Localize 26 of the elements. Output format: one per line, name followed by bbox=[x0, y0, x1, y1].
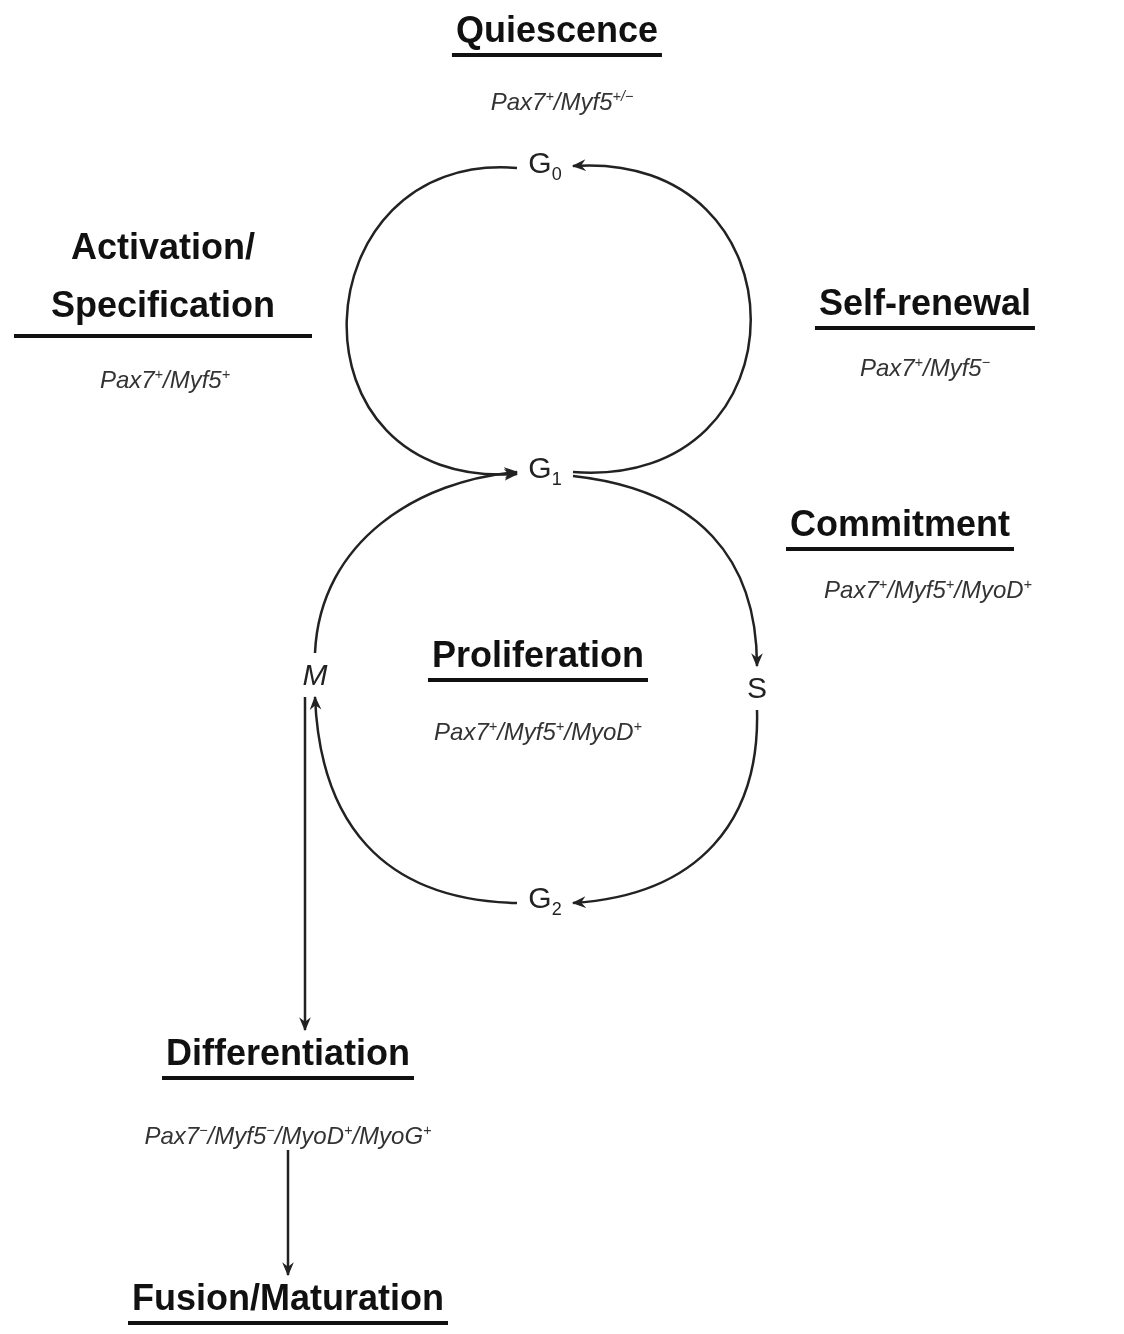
cycle-arrow bbox=[282, 1150, 294, 1277]
stage-heading: Proliferation bbox=[428, 632, 648, 682]
phase-label: G$_{2}$ bbox=[517, 878, 573, 922]
cycle-arrow bbox=[310, 695, 518, 905]
cycle-arrow bbox=[572, 474, 763, 668]
marker-profile: Pax7$^{−}$/Myf5$^{−}$/MyoD$^{+}$/MyoG$^{+}$ bbox=[144, 1122, 432, 1150]
stage-heading: Activation/ Specification bbox=[14, 218, 312, 338]
phase-label: M bbox=[295, 653, 335, 697]
cycle-arrow bbox=[571, 160, 752, 474]
phase-label: S bbox=[737, 666, 777, 710]
cycle-arrow bbox=[299, 697, 311, 1032]
stage-heading: Fusion/Maturation bbox=[128, 1275, 448, 1325]
marker-profile: Pax7$^{+}$/Myf5$^{+}$/MyoD$^{+}$ bbox=[434, 718, 642, 746]
marker-profile: Pax7$^{+}$/Myf5$^{+}$/MyoD$^{+}$ bbox=[824, 576, 1032, 604]
cycle-arrow bbox=[345, 166, 519, 480]
cycle-arrow bbox=[571, 709, 759, 908]
stage-heading: Differentiation bbox=[162, 1030, 414, 1080]
stage-heading: Quiescence bbox=[451, 7, 663, 57]
marker-profile: Pax7$^{+}$/Myf5$^{+}$ bbox=[99, 366, 231, 394]
phase-label: G$_{1}$ bbox=[517, 448, 573, 492]
marker-profile: Pax7$^{+}$/Myf5$^{+/−}$ bbox=[490, 88, 634, 116]
stage-heading: Commitment bbox=[786, 501, 1014, 551]
cycle-arrow bbox=[313, 467, 519, 654]
stage-heading: Self-renewal bbox=[814, 280, 1036, 330]
phase-label: G$_{0}$ bbox=[517, 143, 573, 187]
marker-profile: Pax7$^{+}$/Myf5$^{−}$ bbox=[859, 354, 991, 382]
